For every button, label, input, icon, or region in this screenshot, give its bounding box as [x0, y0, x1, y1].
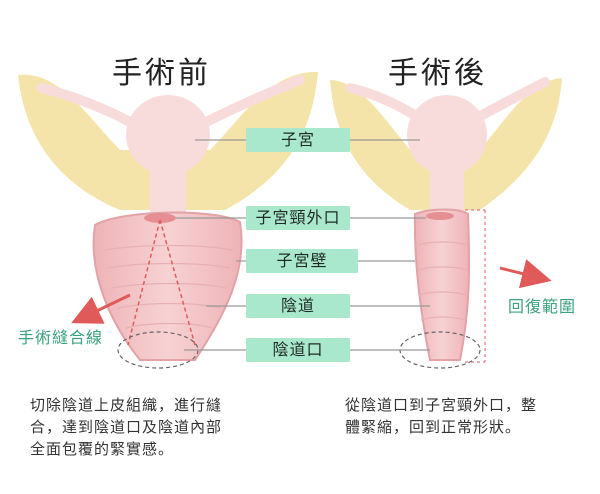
label-recovery-range: 回復範圍 [508, 297, 577, 316]
caption-before-line-3: 全面包覆的緊實感。 [30, 440, 175, 458]
before-illustration [18, 71, 318, 369]
fallopian-tube-left [37, 83, 140, 130]
pelvis-shape-right [330, 78, 562, 210]
cervix-os-right [426, 212, 454, 220]
heading-after: 手術後 [388, 56, 487, 91]
uterus-body-right [407, 95, 487, 175]
label-vagina: 陰道 [246, 294, 350, 318]
caption-after-line-1: 從陰道口到子宮頸外口，整 [345, 396, 538, 414]
vagina-wide-left [92, 211, 243, 361]
leader-lines-right [349, 139, 430, 351]
suture-arrow [71, 293, 131, 324]
caption-before: 切除陰道上皮組織，進行縫 合，達到陰道口及陰道內部 全面包覆的緊實感。 [30, 394, 222, 460]
cervix-left [150, 160, 186, 215]
label-cervix-os: 子宮頸外口 [246, 206, 350, 230]
cervix-os-left [144, 213, 176, 223]
pelvis-shape-left [18, 71, 318, 211]
label-vaginal-opening: 陰道口 [246, 338, 350, 362]
label-uterine-wall: 子宮壁 [246, 249, 358, 273]
caption-after: 從陰道口到子宮頸外口，整 體緊縮，回到正常形狀。 [345, 394, 537, 438]
uterus-body-left [126, 95, 210, 175]
recovery-range-bracket [465, 209, 486, 363]
fallopian-tube-right [195, 75, 305, 130]
recovery-arrow [499, 259, 552, 289]
label-suture-line: 手術縫合線 [18, 328, 104, 347]
caption-before-line-2: 合，達到陰道口及陰道內部 [30, 418, 223, 436]
caption-after-line-2: 體緊縮，回到正常形狀。 [345, 418, 522, 436]
tissue-folds-right [417, 241, 468, 321]
heading-before: 手術前 [112, 56, 211, 91]
vagina-narrow-right [413, 208, 471, 361]
after-illustration [330, 77, 562, 369]
caption-before-line-1: 切除陰道上皮組織，進行縫 [30, 396, 223, 414]
label-uterus: 子宮 [246, 128, 350, 152]
suture-line-dashed [127, 219, 196, 346]
cervix-right [430, 160, 464, 215]
leader-lines-left [176, 139, 248, 351]
